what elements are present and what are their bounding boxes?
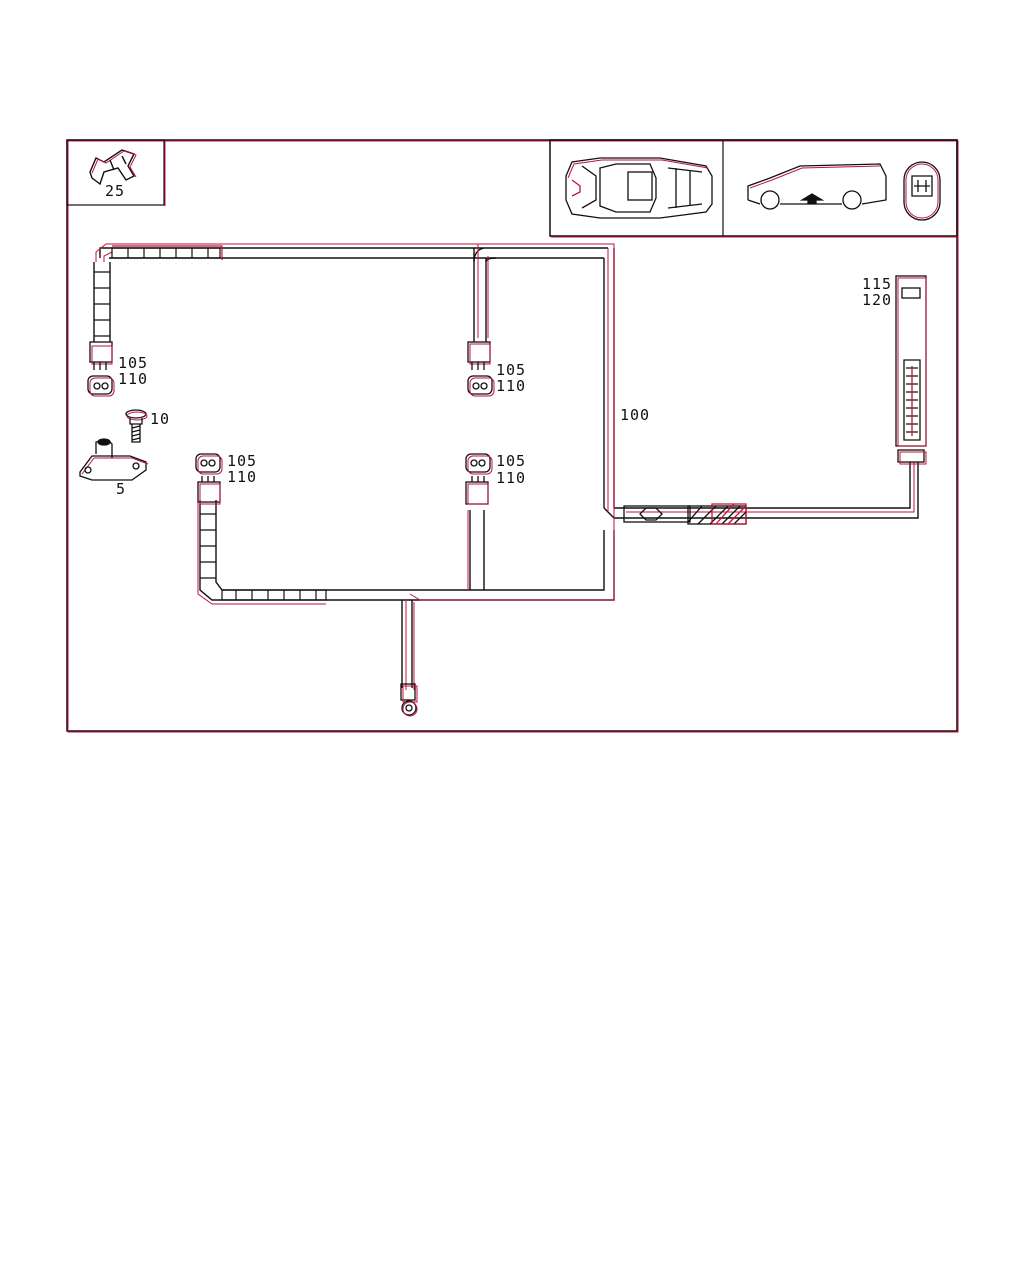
callout-120: 120 xyxy=(862,291,892,309)
callout-105-bottom-left: 105 xyxy=(227,452,257,470)
callout-25: 25 xyxy=(105,182,125,200)
clip-icon xyxy=(89,149,137,186)
car-top-view-icon xyxy=(565,157,713,219)
ring-terminal-icon xyxy=(400,683,418,717)
screw-icon xyxy=(125,409,148,443)
callout-10: 10 xyxy=(150,410,170,428)
multi-pin-connector-icon xyxy=(895,275,927,465)
connector-bottom-left xyxy=(195,453,223,505)
callout-110-bottom-right: 110 xyxy=(496,469,526,487)
callout-115: 115 xyxy=(862,275,892,293)
callout-110-top-right: 110 xyxy=(496,377,526,395)
callout-110-bottom-left: 110 xyxy=(227,468,257,486)
harness-tail-sleeve xyxy=(623,503,747,525)
clip-inset-box: 25 xyxy=(66,139,166,206)
callout-5: 5 xyxy=(116,480,126,498)
sensor-icon xyxy=(79,438,149,481)
callout-110-top-left: 110 xyxy=(118,370,148,388)
connector-bottom-right xyxy=(465,453,493,505)
diagram-frame xyxy=(66,139,959,733)
callout-105-bottom-right: 105 xyxy=(496,452,526,470)
callout-105-top-left: 105 xyxy=(118,354,148,372)
connector-top-right xyxy=(467,341,495,397)
rear-mirror-icon xyxy=(903,161,941,221)
callout-100: 100 xyxy=(620,406,650,424)
callout-105-top-right: 105 xyxy=(496,361,526,379)
car-side-view-icon xyxy=(747,163,887,210)
vehicle-location-panel xyxy=(549,139,958,238)
sleeve-segments xyxy=(94,245,327,601)
connector-top-left xyxy=(87,341,115,397)
